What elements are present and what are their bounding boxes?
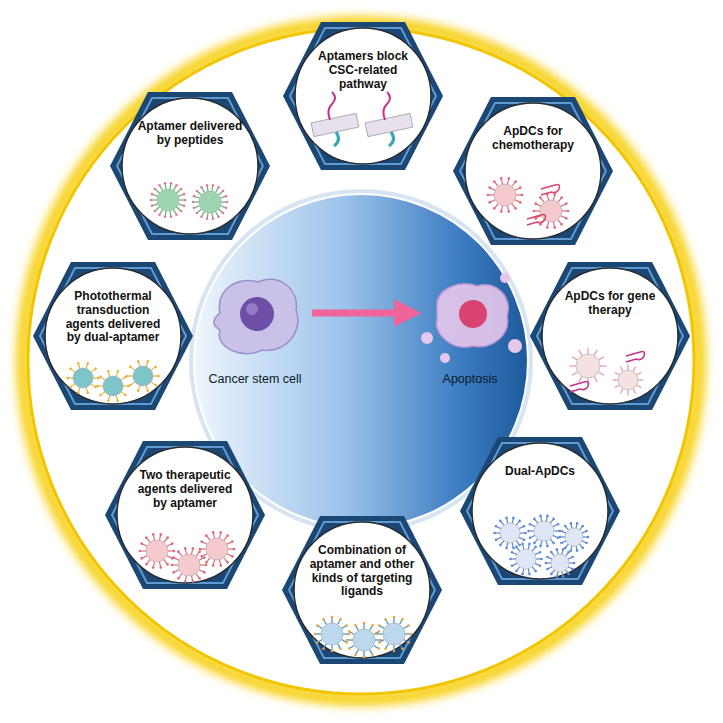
- cell-node: Apoptosis: [415, 268, 525, 393]
- hexagon-panel: ApDCs for gene therapy: [530, 262, 690, 410]
- cell-label: Cancer stem cell: [180, 372, 330, 386]
- hexagon-outline: [105, 441, 265, 589]
- panel-title: Dual-ApDCs: [486, 465, 594, 479]
- hexagon-outline: [530, 262, 690, 410]
- hexagon-outline: [460, 437, 620, 585]
- cell-node: Cancer stem cell: [200, 268, 310, 393]
- panel-title: Photothermal transduction agents deliver…: [59, 290, 167, 345]
- hexagon-panel: Photothermal transduction agents deliver…: [33, 262, 193, 410]
- hexagon-panel: ApDCs for chemotherapy: [453, 97, 613, 245]
- hexagon-panel: Aptamers block CSC-related pathway: [283, 22, 443, 170]
- hexagon-panel: Combination of aptamer and other kinds o…: [282, 516, 442, 664]
- hexagon-outline: [453, 97, 613, 245]
- hexagon-panel: Dual-ApDCs: [460, 437, 620, 585]
- panel-title: ApDCs for gene therapy: [556, 290, 664, 318]
- outer-ring: [28, 28, 694, 694]
- panel-title: Aptamer delivered by peptides: [136, 120, 244, 148]
- cell-label: Apoptosis: [395, 372, 545, 386]
- glow-ring: [23, 23, 699, 699]
- panel-title: Combination of aptamer and other kinds o…: [308, 544, 416, 599]
- panel-title: ApDCs for chemotherapy: [479, 125, 587, 153]
- hexagon-outline: [283, 22, 443, 170]
- hexagon-panel: Aptamer delivered by peptides: [110, 92, 270, 240]
- pink-arrow: [312, 310, 409, 317]
- panel-title: Aptamers block CSC-related pathway: [309, 50, 417, 91]
- panel-title: Two therapeutic agents delivered by apta…: [131, 469, 239, 510]
- hexagon-panel: Two therapeutic agents delivered by apta…: [105, 441, 265, 589]
- hexagon-outline: [110, 92, 270, 240]
